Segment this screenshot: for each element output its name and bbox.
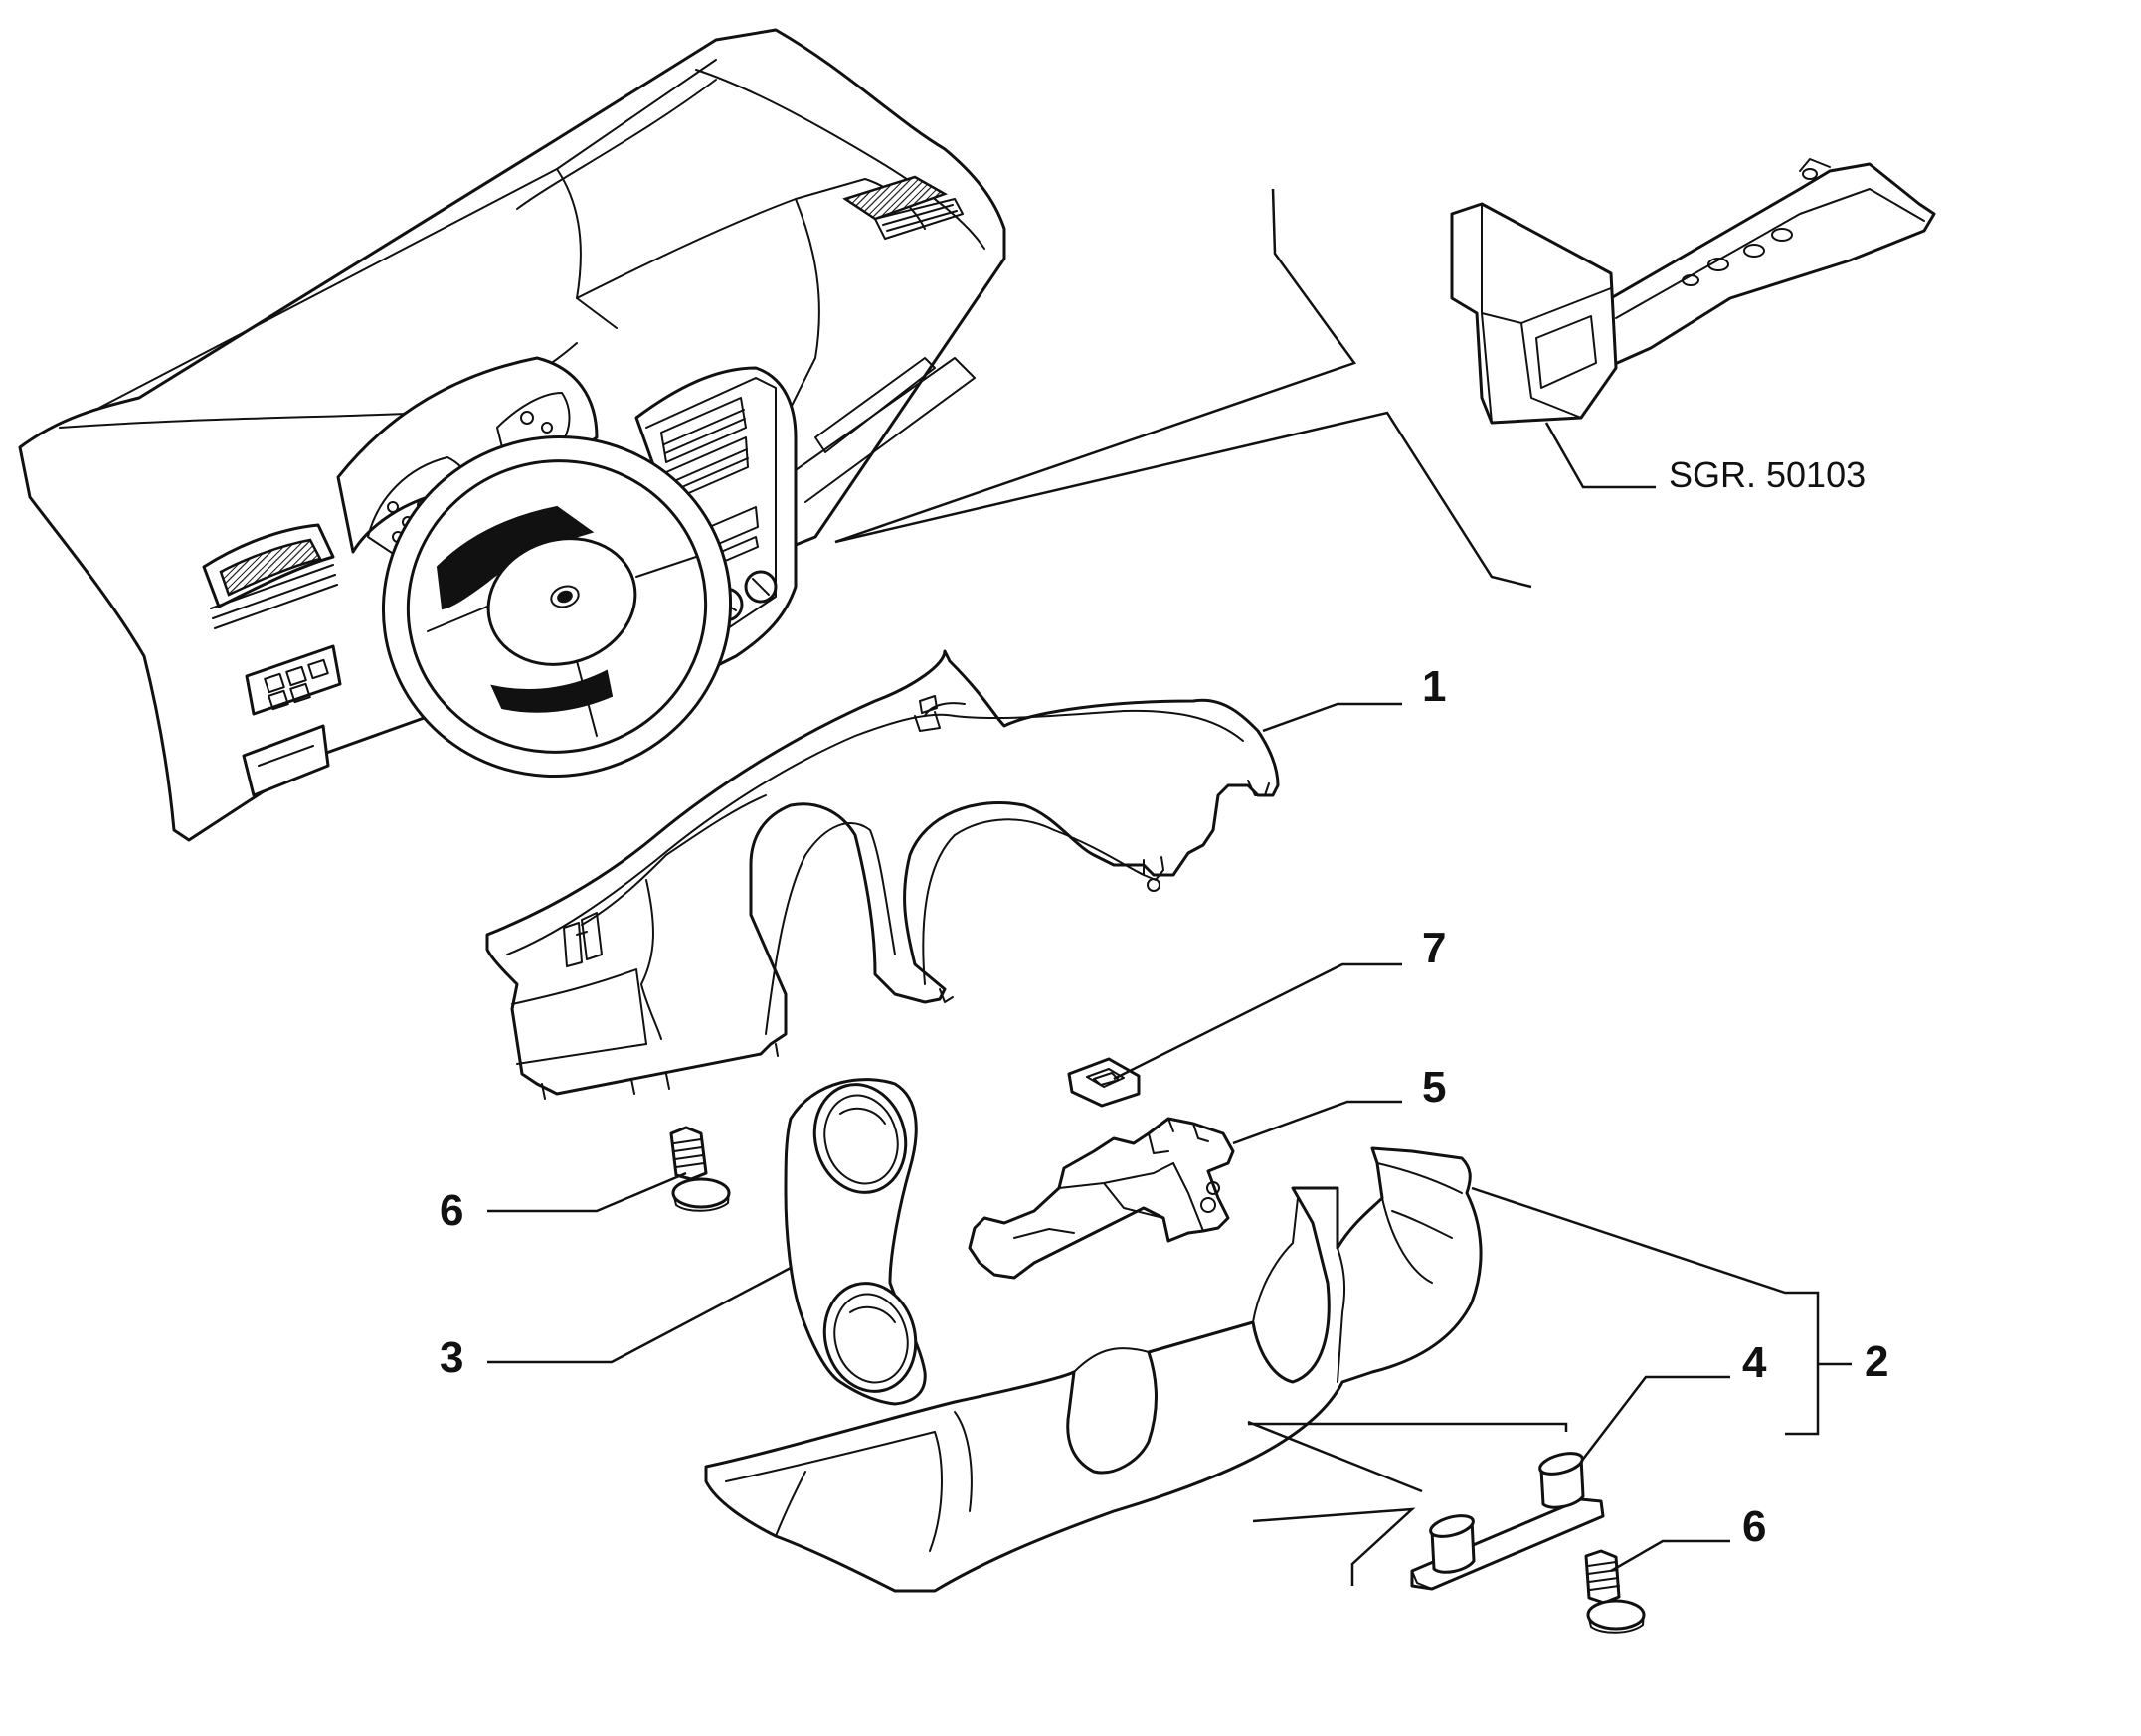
reference-label: SGR. 50103 <box>1669 454 1866 495</box>
part-4-spacer: 4 <box>1410 1338 1767 1591</box>
part-5-bracket: 5 <box>968 1063 1446 1280</box>
reference-leader <box>1544 422 1656 489</box>
part-1-upper-shroud: 1 <box>485 649 1446 1100</box>
part-3-bezel: 3 <box>440 1078 927 1406</box>
callout-number-2: 2 <box>1865 1337 1888 1386</box>
callout-number-4: 4 <box>1742 1338 1767 1387</box>
part-2-callout-bracket: 2 <box>1471 1186 1888 1436</box>
callout-number-7: 7 <box>1422 924 1446 972</box>
zoom-lines-lower <box>1247 1420 1568 1586</box>
callout-number-5: 5 <box>1422 1063 1446 1112</box>
part-7-clip: 7 <box>1067 924 1446 1108</box>
callout-number-1: 1 <box>1422 662 1446 711</box>
zoom-lines <box>834 188 1532 589</box>
callout-number-6-lower: 6 <box>1742 1502 1766 1551</box>
part-6-screw-upper: 6 <box>440 1126 731 1235</box>
part-6-screw-lower: 6 <box>1584 1502 1766 1634</box>
callout-number-3: 3 <box>440 1333 463 1382</box>
part-2-lower-shroud <box>704 1146 1483 1593</box>
reference-bracket-illustration: SGR. 50103 <box>1450 158 1936 495</box>
callout-number-6-upper: 6 <box>440 1186 463 1235</box>
dashboard-assembly-illustration <box>18 28 1006 842</box>
